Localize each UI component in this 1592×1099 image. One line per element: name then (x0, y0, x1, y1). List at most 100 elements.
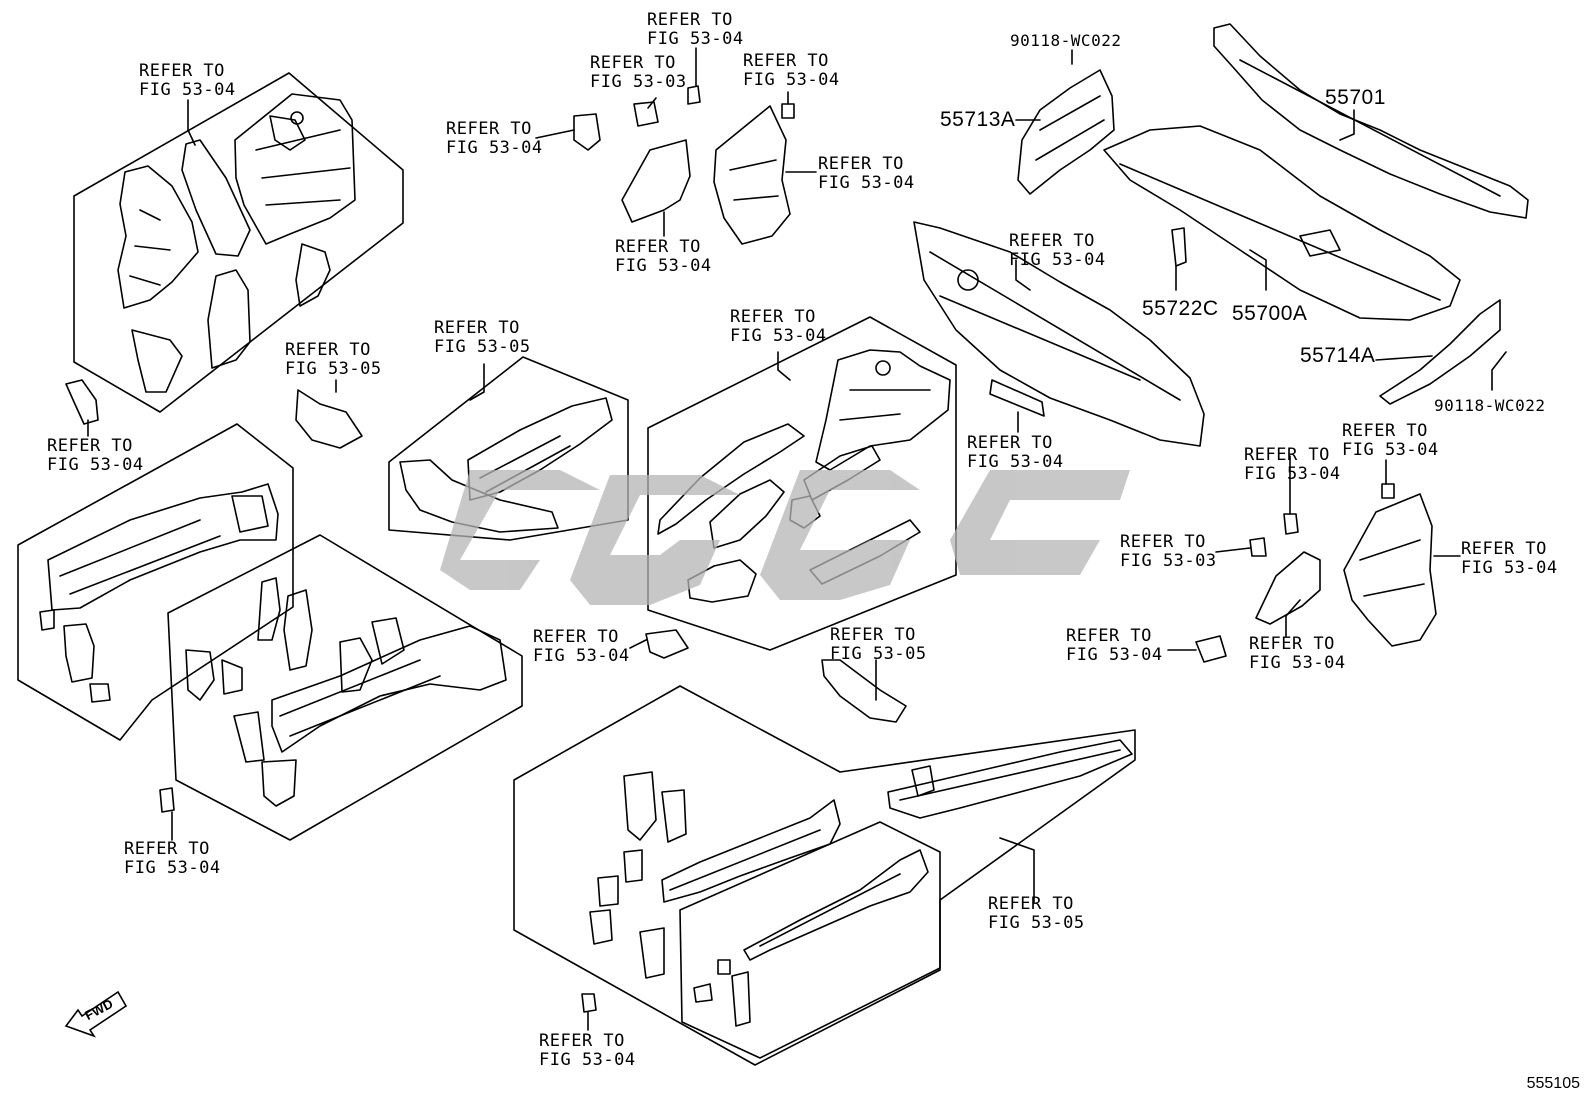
group-box-upper-left (73, 72, 404, 413)
part-small-bracket-1 (39, 609, 55, 631)
part-cowl-side (295, 243, 331, 307)
part-bracket-right-c (1195, 635, 1227, 663)
group-box-center-rail (388, 356, 629, 541)
part-rail-bracket-3 (185, 649, 215, 701)
part-pillar-brace (207, 269, 251, 369)
part-label-90118-wc022-top[interactable]: 90118-WC022 (1010, 31, 1122, 50)
part-side-member-upper (47, 483, 279, 611)
refer-label[interactable]: REFER TO FIG 53-04 (533, 627, 630, 666)
part-rear-bracket-1 (717, 959, 731, 975)
part-bracket-right-a (1249, 537, 1267, 557)
part-bracket-top-b (633, 101, 659, 127)
part-bracket-left-edge (65, 379, 99, 425)
refer-label[interactable]: REFER TO FIG 53-04 (139, 61, 236, 100)
part-member-bracket (63, 623, 95, 683)
part-rear-bracket-2 (693, 983, 713, 1003)
part-clip-center-small (295, 389, 363, 449)
part-55722C (1171, 227, 1187, 267)
part-side-member-rear (661, 799, 841, 903)
fwd-arrow-icon (64, 990, 128, 1038)
refer-label[interactable]: REFER TO FIG 53-05 (434, 318, 531, 357)
group-box-left-inner (167, 534, 523, 841)
part-label-55713a[interactable]: 55713A (940, 108, 1016, 131)
part-label-55701[interactable]: 55701 (1325, 86, 1386, 109)
part-55701 (1213, 23, 1529, 219)
part-small-bracket-2 (89, 683, 111, 703)
part-55713A (1017, 69, 1115, 195)
refer-label[interactable]: REFER TO FIG 53-04 (1066, 626, 1163, 665)
part-apron-bracket-2 (687, 559, 757, 603)
part-cowl-side-right (1343, 493, 1437, 647)
refer-label[interactable]: REFER TO FIG 53-04 (446, 119, 543, 158)
refer-label[interactable]: REFER TO FIG 53-04 (1244, 445, 1341, 484)
part-label-55714a[interactable]: 55714A (1300, 344, 1376, 367)
group-box-left-outer (17, 423, 294, 741)
part-rail-bracket-6 (261, 759, 297, 807)
part-front-apron-upper (234, 93, 356, 245)
part-apron-lower-1 (657, 423, 805, 535)
part-rail-bracket-1 (257, 577, 281, 641)
part-apron-reinforcement (117, 165, 199, 309)
part-rear-member-bracket-6 (639, 927, 665, 979)
part-rail-end-panel (399, 459, 559, 533)
part-rocker-brace (821, 659, 907, 723)
group-box-lower-inner (679, 821, 941, 1059)
refer-label[interactable]: REFER TO FIG 53-03 (590, 53, 687, 92)
refer-label[interactable]: REFER TO FIG 53-04 (1249, 634, 1346, 673)
part-apron-brace (181, 139, 251, 257)
part-rear-member-bracket-3 (623, 849, 643, 883)
refer-label[interactable]: REFER TO FIG 53-04 (615, 237, 712, 276)
part-55714A (1379, 299, 1501, 405)
part-rear-side-member-lower (743, 849, 929, 961)
part-bracket-top-a (573, 113, 601, 151)
part-rear-member-bracket-5 (589, 909, 613, 945)
refer-label[interactable]: REFER TO FIG 53-04 (730, 307, 827, 346)
refer-label[interactable]: REFER TO FIG 53-04 (124, 839, 221, 878)
refer-label[interactable]: REFER TO FIG 53-04 (1342, 421, 1439, 460)
part-apron-lower-2 (709, 479, 785, 549)
refer-label[interactable]: REFER TO FIG 53-05 (285, 340, 382, 379)
part-bolt-right (1381, 483, 1395, 499)
group-box-lower-outer (513, 685, 1136, 1066)
part-rocker-rail (887, 739, 1133, 819)
part-dash-panel (913, 221, 1205, 447)
part-bracket-top-c (687, 85, 701, 105)
part-rear-bracket-3 (731, 971, 751, 1027)
refer-label[interactable]: REFER TO FIG 53-04 (647, 10, 744, 49)
part-label-55722c[interactable]: 55722C (1142, 297, 1219, 320)
refer-label[interactable]: REFER TO FIG 53-04 (967, 433, 1064, 472)
refer-label[interactable]: REFER TO FIG 53-05 (830, 625, 927, 664)
part-rear-member-bracket-4 (597, 875, 619, 907)
part-rocker-end (911, 765, 935, 797)
part-rail-bracket-4 (221, 659, 243, 695)
part-bracket-right-b (1283, 513, 1299, 535)
refer-label[interactable]: REFER TO FIG 53-04 (1461, 539, 1558, 578)
refer-label[interactable]: REFER TO FIG 53-03 (1120, 532, 1217, 571)
part-rear-member-bracket-2 (661, 789, 687, 843)
part-front-side-member (271, 625, 507, 753)
part-label-55700a[interactable]: 55700A (1232, 302, 1308, 325)
part-bracket-center-a (645, 629, 689, 659)
refer-label[interactable]: REFER TO FIG 53-04 (539, 1031, 636, 1070)
refer-label[interactable]: REFER TO FIG 53-04 (47, 436, 144, 475)
refer-label[interactable]: REFER TO FIG 53-04 (743, 51, 840, 90)
part-rail-bracket-2 (283, 589, 313, 671)
refer-label[interactable]: REFER TO FIG 53-05 (988, 894, 1085, 933)
part-clip-lower-left (159, 787, 175, 813)
part-label-90118-wc022-right[interactable]: 90118-WC022 (1434, 396, 1546, 415)
part-cowl-side-left (713, 105, 791, 245)
group-box-center-apron (647, 316, 957, 651)
part-rear-member-bracket-1 (623, 771, 657, 841)
refer-label[interactable]: REFER TO FIG 53-04 (1009, 231, 1106, 270)
watermark-logo (440, 470, 1130, 605)
part-right-reinforcement (1255, 551, 1321, 625)
part-rail-bracket-5 (233, 711, 265, 763)
part-top-reinforcement (621, 139, 691, 223)
part-dash-bracket (989, 379, 1045, 417)
refer-label[interactable]: REFER TO FIG 53-04 (818, 154, 915, 193)
part-apron-assy (815, 349, 951, 471)
part-lower-bracket (131, 329, 183, 393)
part-bolt-top (781, 103, 795, 119)
diagram-code: 555105 (1526, 1075, 1580, 1092)
